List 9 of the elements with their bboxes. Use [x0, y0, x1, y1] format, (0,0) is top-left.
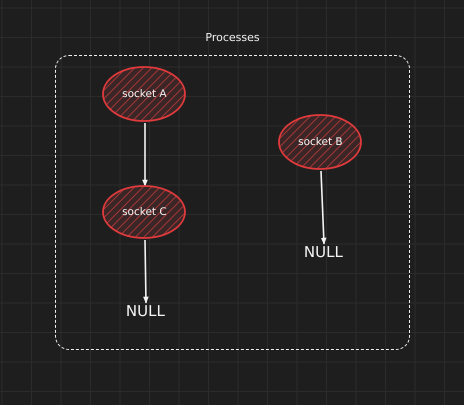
process-ellipse: [102, 66, 186, 122]
process-ellipse: [102, 185, 186, 240]
process-ellipse: [278, 114, 362, 170]
null-label: NULL: [293, 243, 354, 266]
arrow: [143, 240, 149, 304]
group-title: Processes: [205, 31, 260, 44]
null-label: NULL: [115, 302, 176, 324]
arrow: [142, 123, 148, 187]
arrow: [320, 170, 327, 245]
